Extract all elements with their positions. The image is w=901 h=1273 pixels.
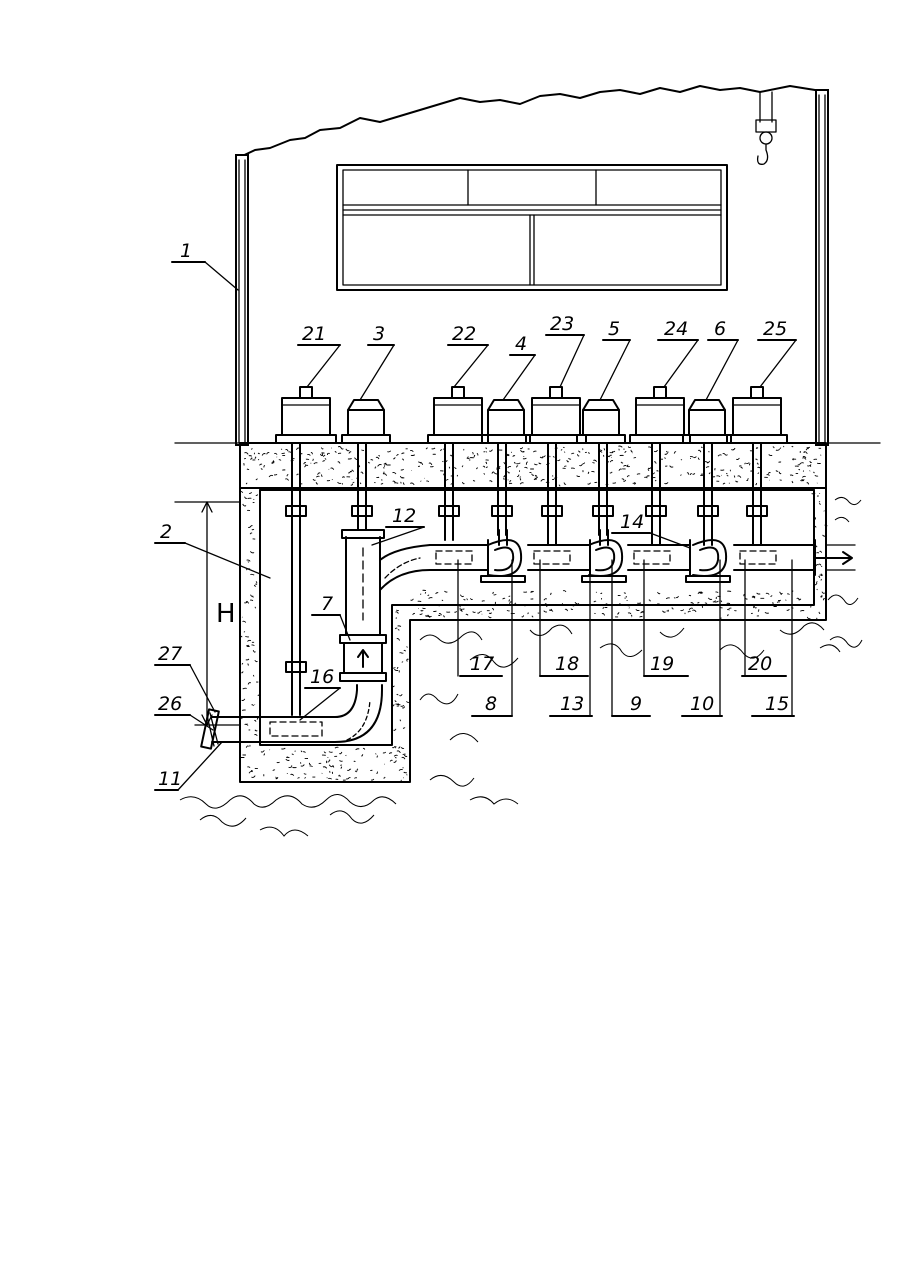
discharge-header — [380, 530, 855, 590]
header-seg-10 — [628, 540, 690, 575]
shaft-3 — [352, 443, 372, 530]
label-6: 6 — [714, 318, 726, 340]
label-14: 14 — [620, 511, 644, 533]
building-walls — [236, 86, 828, 445]
callout-24: 24 — [658, 318, 698, 387]
callout-3: 3 — [360, 323, 394, 400]
label-4: 4 — [515, 333, 527, 355]
underground-chamber — [240, 488, 828, 782]
volute-5 — [582, 530, 626, 582]
pump-5 — [577, 400, 625, 443]
label-1: 1 — [180, 240, 192, 262]
callout-23: 23 — [546, 313, 584, 387]
callout-26: 26 — [155, 693, 213, 730]
motor-21 — [276, 387, 336, 443]
callout-22: 22 — [448, 323, 488, 387]
label-18: 18 — [555, 653, 579, 675]
callout-13: 13 — [550, 560, 592, 716]
label-24: 24 — [664, 318, 688, 340]
callout-4: 4 — [503, 333, 535, 400]
header-seg-8 — [430, 540, 488, 575]
label-7: 7 — [321, 593, 333, 615]
height-dimension: H — [175, 502, 240, 725]
label-15: 15 — [765, 693, 789, 715]
callout-10: 10 — [682, 560, 722, 716]
pump-3 — [342, 400, 390, 443]
label-23: 23 — [550, 313, 574, 335]
shafts — [286, 443, 767, 715]
callout-16: 16 — [300, 666, 340, 720]
label-22: 22 — [452, 323, 476, 345]
callout-5: 5 — [600, 318, 630, 400]
shaft-25 — [747, 443, 767, 545]
label-2: 2 — [160, 521, 172, 543]
callout-8: 8 — [472, 560, 512, 716]
motor-24 — [630, 387, 690, 443]
callout-18: 18 — [540, 560, 588, 676]
pump-4 — [482, 400, 530, 443]
label-19: 19 — [650, 653, 674, 675]
callout-1: 1 — [172, 240, 238, 290]
label-9: 9 — [630, 693, 642, 715]
label-21: 21 — [302, 323, 326, 345]
header-seg-15 — [734, 540, 815, 575]
callout-15: 15 — [752, 560, 794, 716]
window — [337, 165, 727, 290]
label-25: 25 — [763, 318, 787, 340]
machines — [276, 387, 787, 443]
label-11: 11 — [158, 768, 182, 790]
label-H: H — [216, 599, 236, 629]
label-20: 20 — [748, 653, 772, 675]
crane-hook-icon — [756, 92, 776, 164]
header-seg-13 — [528, 540, 590, 575]
label-8: 8 — [485, 693, 497, 715]
label-12: 12 — [392, 505, 416, 527]
callout-11: 11 — [155, 742, 222, 790]
callout-6: 6 — [706, 318, 738, 400]
callout-19: 19 — [644, 560, 688, 676]
label-17: 17 — [470, 653, 494, 675]
shaft-24 — [646, 443, 666, 545]
shaft-23 — [542, 443, 562, 545]
label-5: 5 — [608, 318, 620, 340]
callout-20: 20 — [742, 560, 786, 676]
volute-6 — [686, 530, 730, 582]
riser-column-7 — [340, 530, 386, 681]
motor-25 — [727, 387, 787, 443]
callout-21: 21 — [298, 323, 340, 387]
label-13: 13 — [560, 693, 584, 715]
floor-slab — [240, 443, 826, 488]
label-27: 27 — [158, 643, 182, 665]
label-10: 10 — [690, 693, 714, 715]
label-26: 26 — [158, 693, 182, 715]
motor-22 — [428, 387, 488, 443]
label-3: 3 — [373, 323, 385, 345]
shaft-22 — [439, 443, 459, 540]
callout-25: 25 — [758, 318, 796, 387]
callout-7: 7 — [312, 593, 350, 640]
label-16: 16 — [310, 666, 334, 688]
